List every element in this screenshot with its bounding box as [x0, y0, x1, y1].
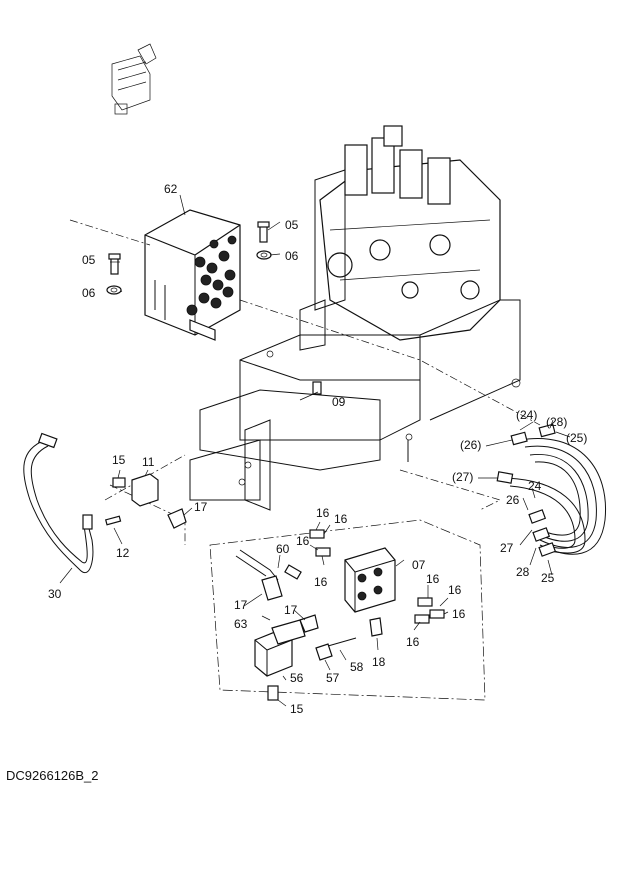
valve-block-11 — [104, 469, 193, 545]
label-28: 28 — [516, 565, 530, 579]
label-56: 56 — [290, 671, 304, 685]
hose-bundle-right — [478, 419, 607, 576]
label-16-b: 16 — [334, 512, 348, 526]
label-17-mid: 17 — [284, 603, 298, 617]
mounting-frame — [189, 299, 521, 511]
label-57: 57 — [326, 671, 340, 685]
part-labels: 62 05 06 05 06 09 (24) (28) (25) (26) (2… — [48, 182, 587, 716]
label-27: 27 — [500, 541, 514, 555]
main-control-valve — [314, 125, 501, 341]
label-06-left: 06 — [82, 286, 96, 300]
label-06-right: 06 — [285, 249, 299, 263]
label-16-a: 16 — [316, 506, 330, 520]
shuttle-valve-07 — [309, 521, 449, 631]
label-18: 18 — [372, 655, 386, 669]
washer-06-right — [256, 250, 272, 260]
bolt-05-left — [108, 253, 121, 275]
washer-06-left — [106, 285, 122, 295]
label-05-left: 05 — [82, 253, 96, 267]
label-17-top: 17 — [194, 500, 208, 514]
label-16-d: 16 — [314, 575, 328, 589]
hose-30 — [23, 432, 94, 584]
label-16-f: 16 — [448, 583, 462, 597]
pilot-manifold — [144, 209, 241, 341]
label-12: 12 — [116, 546, 130, 560]
label-15-top: 15 — [112, 453, 126, 467]
label-58: 58 — [350, 660, 364, 674]
label-27-paren: (27) — [452, 470, 473, 484]
label-26-paren: (26) — [460, 438, 481, 452]
label-15-bottom: 15 — [290, 702, 304, 716]
label-11: 11 — [142, 455, 155, 469]
label-16-h: 16 — [406, 635, 420, 649]
bolt-05-right — [257, 221, 270, 243]
label-60: 60 — [276, 542, 290, 556]
bolt-09 — [312, 381, 322, 395]
label-16-c: 16 — [296, 534, 310, 548]
label-30: 30 — [48, 587, 62, 601]
label-07: 07 — [412, 558, 426, 572]
label-28-paren: (28) — [546, 415, 567, 429]
label-24: 24 — [528, 479, 542, 493]
label-25: 25 — [541, 571, 555, 585]
label-26: 26 — [506, 493, 520, 507]
label-05-right: 05 — [285, 218, 299, 232]
label-62: 62 — [164, 182, 178, 196]
label-09: 09 — [332, 395, 346, 409]
label-25-paren: (25) — [566, 431, 587, 445]
label-16-e: 16 — [426, 572, 440, 586]
drawing-code: DC9266126B_2 — [6, 768, 99, 783]
label-17-left: 17 — [234, 598, 248, 612]
label-24-paren: (24) — [516, 408, 537, 422]
label-16-g: 16 — [452, 607, 466, 621]
locator-thumbnail — [111, 43, 157, 115]
label-63: 63 — [234, 617, 248, 631]
solenoid-valve-56 — [235, 549, 383, 707]
